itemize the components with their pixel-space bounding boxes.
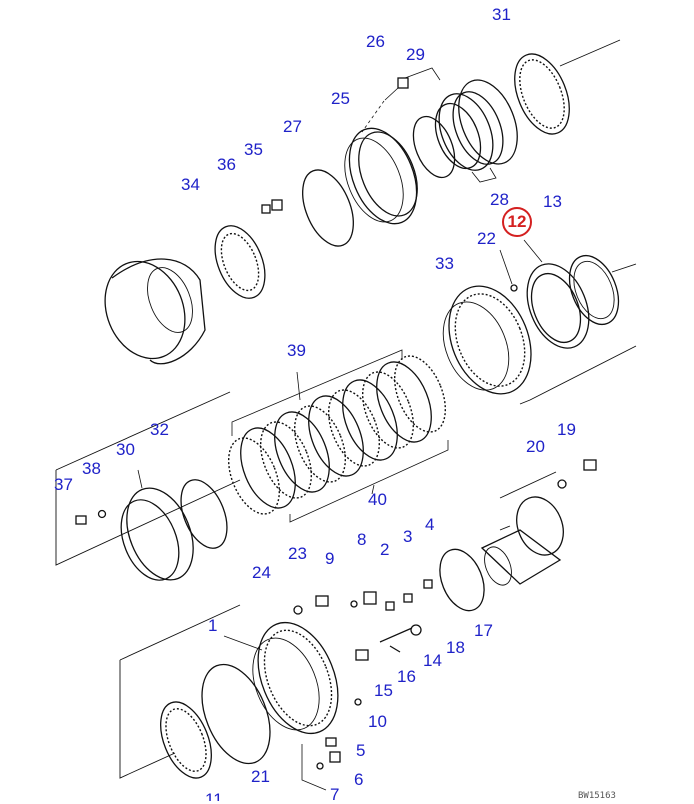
callout-37: 37	[54, 475, 73, 494]
callout-17: 17	[474, 621, 493, 640]
axis-frame-lines	[55, 39, 637, 779]
drawing-code: BW15163	[578, 791, 616, 801]
callout-23: 23	[288, 544, 307, 563]
highlighted-part-label: 12	[507, 212, 527, 231]
callout-11: 11	[205, 791, 223, 801]
small-fittings	[293, 579, 433, 615]
part-12-ring	[523, 239, 590, 349]
part-4-fitting	[423, 579, 433, 589]
part-23-plug	[315, 595, 329, 607]
callout-30: 30	[116, 440, 135, 459]
callout-20: 20	[526, 437, 545, 456]
callout-22: 22	[477, 229, 496, 248]
highlight-circle-12	[502, 207, 532, 237]
callout-24: 24	[252, 563, 271, 582]
callout-39: 39	[287, 341, 306, 360]
callout-15: 15	[374, 681, 393, 700]
callout-26: 26	[366, 32, 385, 51]
part-11-ring	[160, 701, 212, 779]
parts-5-6-7	[301, 737, 341, 791]
part-1-case	[223, 621, 339, 735]
part-22-pin	[499, 249, 518, 292]
callout-13: 13	[543, 192, 562, 211]
callout-6: 6	[354, 770, 364, 789]
part-3-fitting	[403, 593, 413, 603]
callout-29: 29	[406, 45, 425, 64]
part-29-piston-assembly	[404, 67, 518, 183]
part-34-hub	[214, 199, 283, 299]
part-30-retainer	[75, 469, 194, 581]
part-13-ring	[568, 254, 620, 326]
callout-36: 36	[217, 155, 236, 174]
callout-35: 35	[244, 140, 263, 159]
part-16-pin	[389, 645, 401, 653]
callout-5: 5	[356, 741, 366, 760]
callout-27: 27	[283, 117, 302, 136]
callout-19: 19	[557, 420, 576, 439]
callout-8: 8	[357, 530, 367, 549]
callout-4: 4	[425, 515, 435, 534]
callout-18: 18	[446, 638, 465, 657]
callout-14: 14	[423, 651, 442, 670]
part-24-washer	[293, 605, 303, 615]
callout-38: 38	[82, 459, 101, 478]
part-10-ball	[354, 698, 362, 706]
callout-28: 28	[490, 190, 509, 209]
callout-16: 16	[397, 667, 416, 686]
callout-3: 3	[403, 527, 413, 546]
output-shaft	[480, 459, 597, 586]
callout-33: 33	[435, 254, 454, 273]
callout-40: 40	[368, 490, 387, 509]
part-17-o-ring	[439, 548, 485, 612]
callout-34: 34	[181, 175, 200, 194]
callout-2: 2	[380, 540, 390, 559]
clutch-disc-pack-39-40	[227, 349, 449, 523]
callout-7: 7	[330, 785, 340, 804]
part-21-o-ring	[201, 663, 271, 765]
part-2-fitting	[385, 601, 395, 611]
callout-25: 25	[331, 89, 350, 108]
callout-10: 10	[368, 712, 387, 731]
part-27-o-ring	[302, 169, 354, 247]
callout-32: 32	[150, 420, 169, 439]
part-33-carrier	[442, 285, 532, 395]
part-8-plug	[363, 591, 377, 605]
callout-21: 21	[251, 767, 270, 786]
part-26-bolt	[361, 77, 409, 133]
part-15-plug	[355, 649, 369, 661]
part-25-housing	[344, 127, 418, 225]
callout-1: 1	[208, 616, 218, 635]
part-31-plate-ring	[514, 53, 570, 135]
left-housing-cylinder	[104, 258, 206, 365]
pins-and-bolts-14-18	[354, 624, 422, 706]
callout-31: 31	[492, 5, 511, 24]
part-9-ball	[350, 600, 358, 608]
callout-9: 9	[325, 549, 335, 568]
part-32-o-ring	[180, 479, 228, 549]
part-18-washer	[410, 624, 422, 636]
